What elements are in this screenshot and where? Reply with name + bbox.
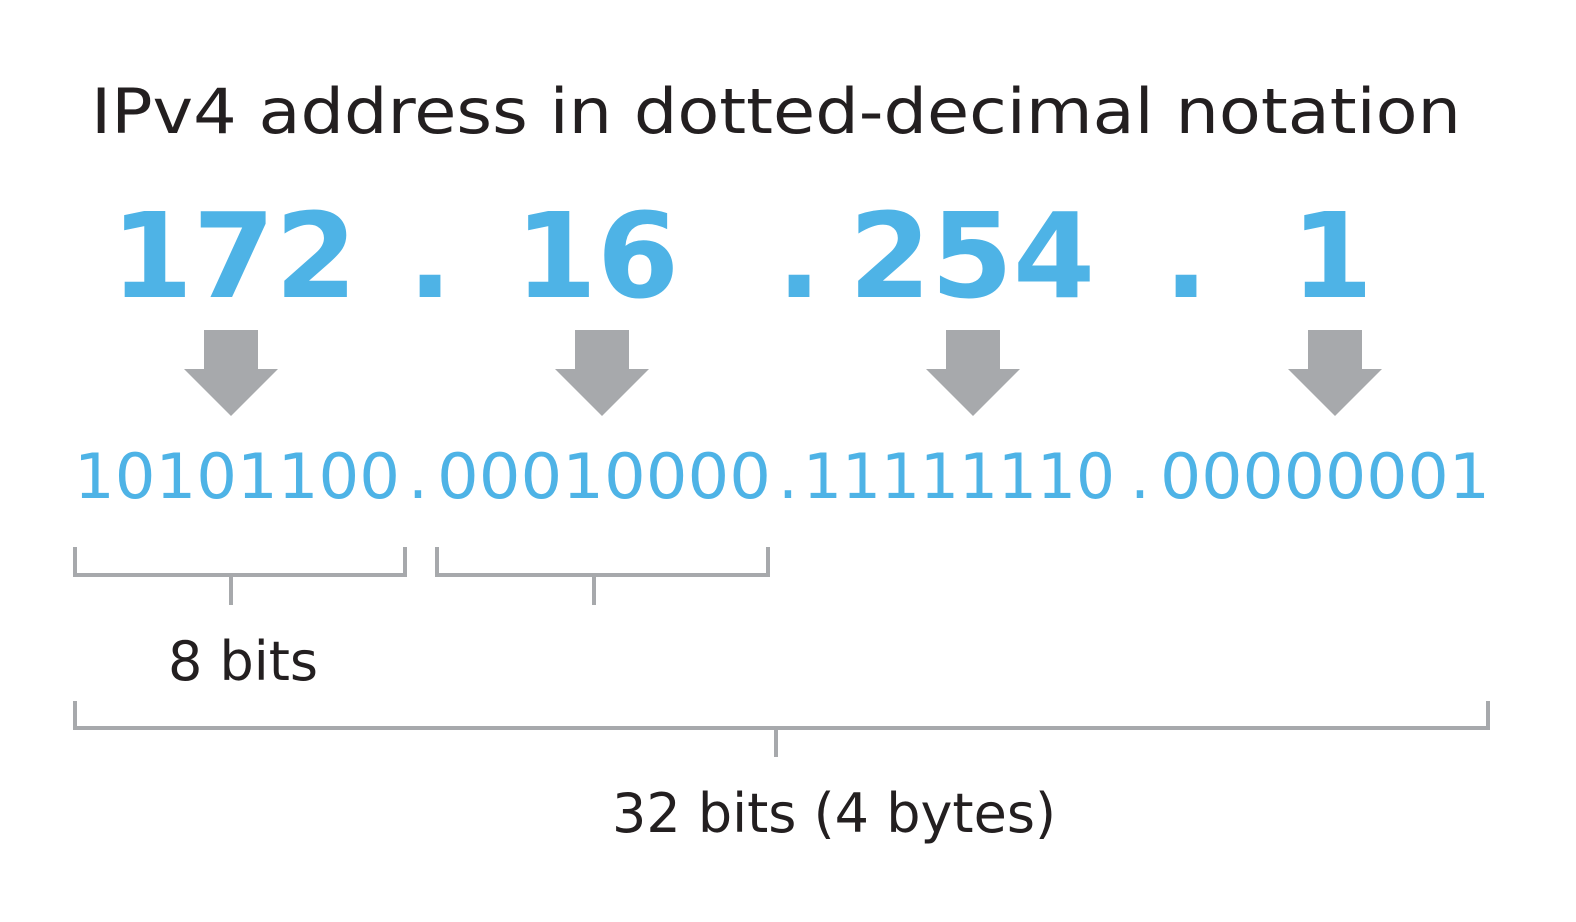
octet-decimal-2: 16: [515, 187, 679, 325]
total-label: 32 bits (4 bytes): [612, 782, 1056, 845]
decimal-dot-2: .: [777, 187, 822, 325]
decimal-dot-3: .: [1164, 187, 1209, 325]
octet-decimal-4: 1: [1291, 187, 1373, 325]
octet-decimal-1: 172: [111, 187, 357, 325]
down-arrow-icon-3: [926, 330, 1020, 416]
byte-bracket-2: [435, 547, 770, 605]
binary-dot-1: .: [408, 440, 428, 513]
octet-binary-4: 00000001: [1160, 440, 1490, 513]
binary-dot-3: .: [1130, 440, 1150, 513]
down-arrow-icon-1: [184, 330, 278, 416]
decimal-dot-1: .: [408, 187, 453, 325]
down-arrow-icon-2: [555, 330, 649, 416]
binary-dot-2: .: [778, 440, 798, 513]
total-bracket: [73, 701, 1490, 757]
octet-binary-3: 11111110: [803, 440, 1115, 513]
byte-label: 8 bits: [168, 630, 318, 693]
octet-binary-1: 10101100: [74, 440, 400, 513]
diagram-title: IPv4 address in dotted-decimal notation: [91, 75, 1461, 148]
octet-binary-2: 00010000: [437, 440, 771, 513]
octet-decimal-3: 254: [849, 187, 1095, 325]
byte-bracket-1: [73, 547, 407, 605]
down-arrow-icon-4: [1288, 330, 1382, 416]
